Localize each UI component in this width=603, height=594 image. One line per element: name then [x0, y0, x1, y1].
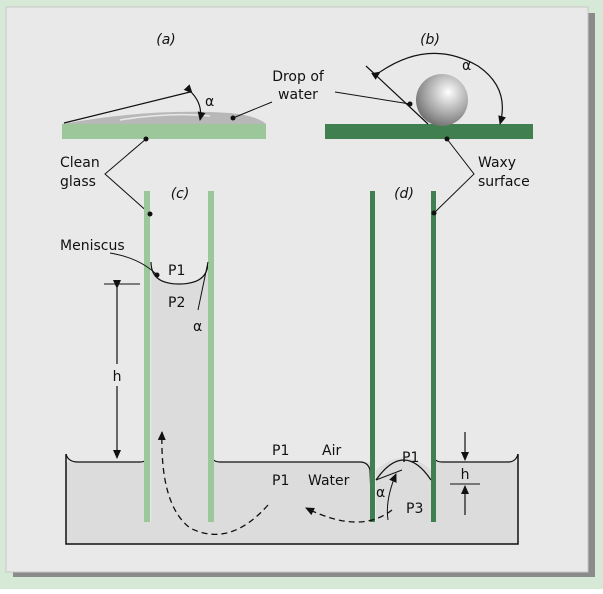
- p3-label-d: P3: [406, 501, 423, 517]
- clean-glass-plate: [62, 124, 266, 139]
- tangent-line-d: [375, 469, 403, 481]
- drop-of-water-label-line2: water: [278, 87, 318, 103]
- waxy-surface-label-line2: surface: [478, 174, 530, 190]
- waxy-surface-pointers: [433, 138, 475, 214]
- contact-angle-line-a: [63, 91, 191, 124]
- drop-of-water-label-line1: Drop of: [272, 69, 325, 85]
- waxy-surface-label-line1: Waxy: [478, 155, 516, 171]
- meniscus-label: Meniscus: [60, 238, 125, 254]
- p2-label-c: P2: [168, 295, 185, 311]
- alpha-label-a: α: [205, 94, 214, 110]
- tube-d-dot: [431, 210, 437, 216]
- p1-air-label: P1: [272, 443, 289, 459]
- p1-water-label: P1: [272, 473, 289, 489]
- drop-pointer-a: [232, 101, 273, 119]
- beaded-water-drop: [416, 74, 468, 126]
- water-label: Water: [308, 473, 350, 489]
- alpha-label-d: α: [376, 485, 385, 501]
- tube-c-dot: [147, 211, 153, 217]
- meniscus-pointer: [109, 252, 158, 276]
- waxy-plate: [325, 124, 533, 139]
- panel-label-a: (a): [156, 32, 176, 48]
- panel-label-d: (d): [394, 186, 414, 202]
- panel-label-b: (b): [420, 32, 440, 48]
- h-label-c: h: [113, 369, 122, 385]
- flow-arrow-d: [305, 507, 393, 523]
- tube-d-left-wall: [370, 191, 375, 522]
- p1-label-c: P1: [168, 263, 185, 279]
- air-label: Air: [322, 443, 341, 459]
- tangent-line-c: [197, 261, 209, 311]
- alpha-arc-a: [183, 84, 206, 121]
- p1-label-d: P1: [402, 450, 419, 466]
- clean-glass-pointers: [104, 138, 151, 215]
- basin-outline: [65, 454, 519, 545]
- h-label-d: h: [461, 467, 470, 483]
- drop-dot-b: [407, 101, 413, 107]
- alpha-arc-d: [386, 473, 397, 521]
- meniscus-c: [151, 262, 208, 284]
- h-label-bg-c: [108, 364, 126, 386]
- clean-glass-label-line1: Clean: [60, 155, 100, 171]
- tube-c-right-wall: [208, 191, 214, 522]
- flow-arrow-c: [157, 431, 269, 535]
- tube-c-left-wall: [144, 191, 150, 522]
- tube-d-right-wall: [431, 191, 436, 522]
- clean-glass-label-line2: glass: [60, 174, 96, 190]
- spread-water-drop: [62, 111, 266, 124]
- panel-label-c: (c): [171, 186, 190, 202]
- alpha-label-c: α: [193, 319, 202, 335]
- basin-water: [66, 462, 518, 544]
- meniscus-d-line: [375, 459, 432, 481]
- alpha-arc-b: [371, 52, 506, 125]
- alpha-label-b: α: [462, 58, 471, 74]
